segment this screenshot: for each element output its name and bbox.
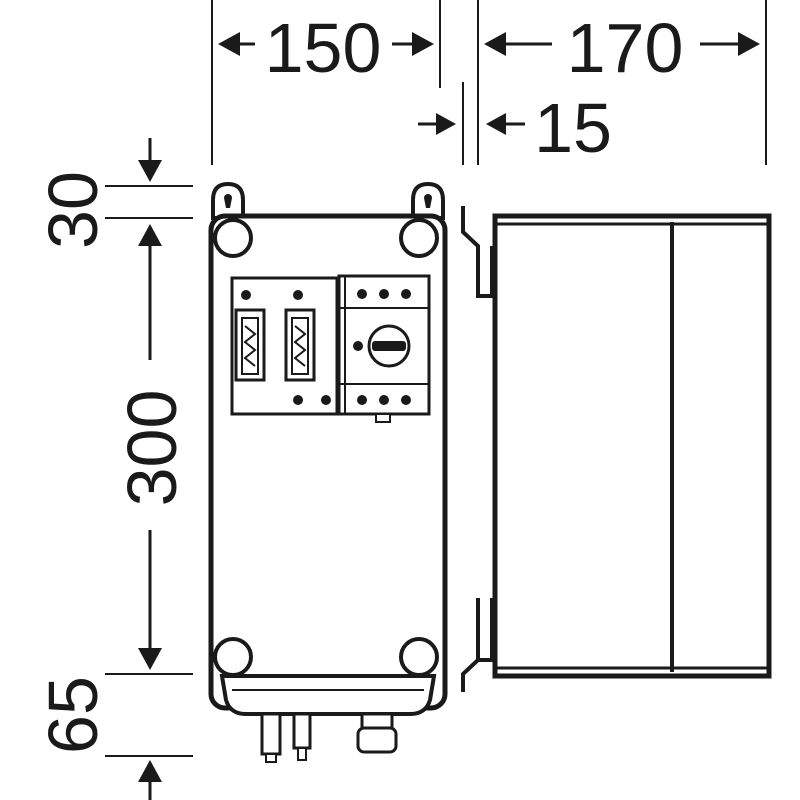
dimension-label-300: 300 xyxy=(113,390,191,507)
dimension-depth-side: 170 xyxy=(477,0,767,165)
fuse-icon xyxy=(243,325,257,367)
dimension-label-170: 170 xyxy=(567,9,684,87)
fuse-holder-module xyxy=(230,276,339,416)
screw-icon xyxy=(213,218,253,258)
dimension-label-30: 30 xyxy=(34,171,112,249)
side-view xyxy=(461,206,772,692)
enclosure-side-body xyxy=(492,213,772,679)
wall-bracket-bottom xyxy=(461,598,494,692)
keyhole-icon xyxy=(424,194,432,208)
front-view xyxy=(208,181,448,763)
dimension-label-65: 65 xyxy=(34,676,112,754)
fuse-icon xyxy=(293,325,307,367)
dimension-bottom-margin: 65 xyxy=(34,673,193,800)
keyhole-icon xyxy=(224,194,232,208)
dimension-label-150: 150 xyxy=(265,9,382,87)
isolator-switch-module xyxy=(337,274,431,423)
screw-icon xyxy=(399,218,439,258)
screw-icon xyxy=(399,637,439,677)
screw-icon xyxy=(213,637,253,677)
dimension-label-15: 15 xyxy=(534,89,612,167)
dimension-body-height: 300 xyxy=(113,224,191,670)
wall-bracket-top xyxy=(461,206,494,298)
cable-entry-plate xyxy=(219,674,437,716)
dimension-top-margin: 30 xyxy=(34,138,193,249)
dimension-hinge-gap: 15 xyxy=(418,82,612,167)
connector-pair xyxy=(260,712,312,763)
cable-gland xyxy=(356,712,398,754)
dimension-width-front: 150 xyxy=(211,0,441,165)
